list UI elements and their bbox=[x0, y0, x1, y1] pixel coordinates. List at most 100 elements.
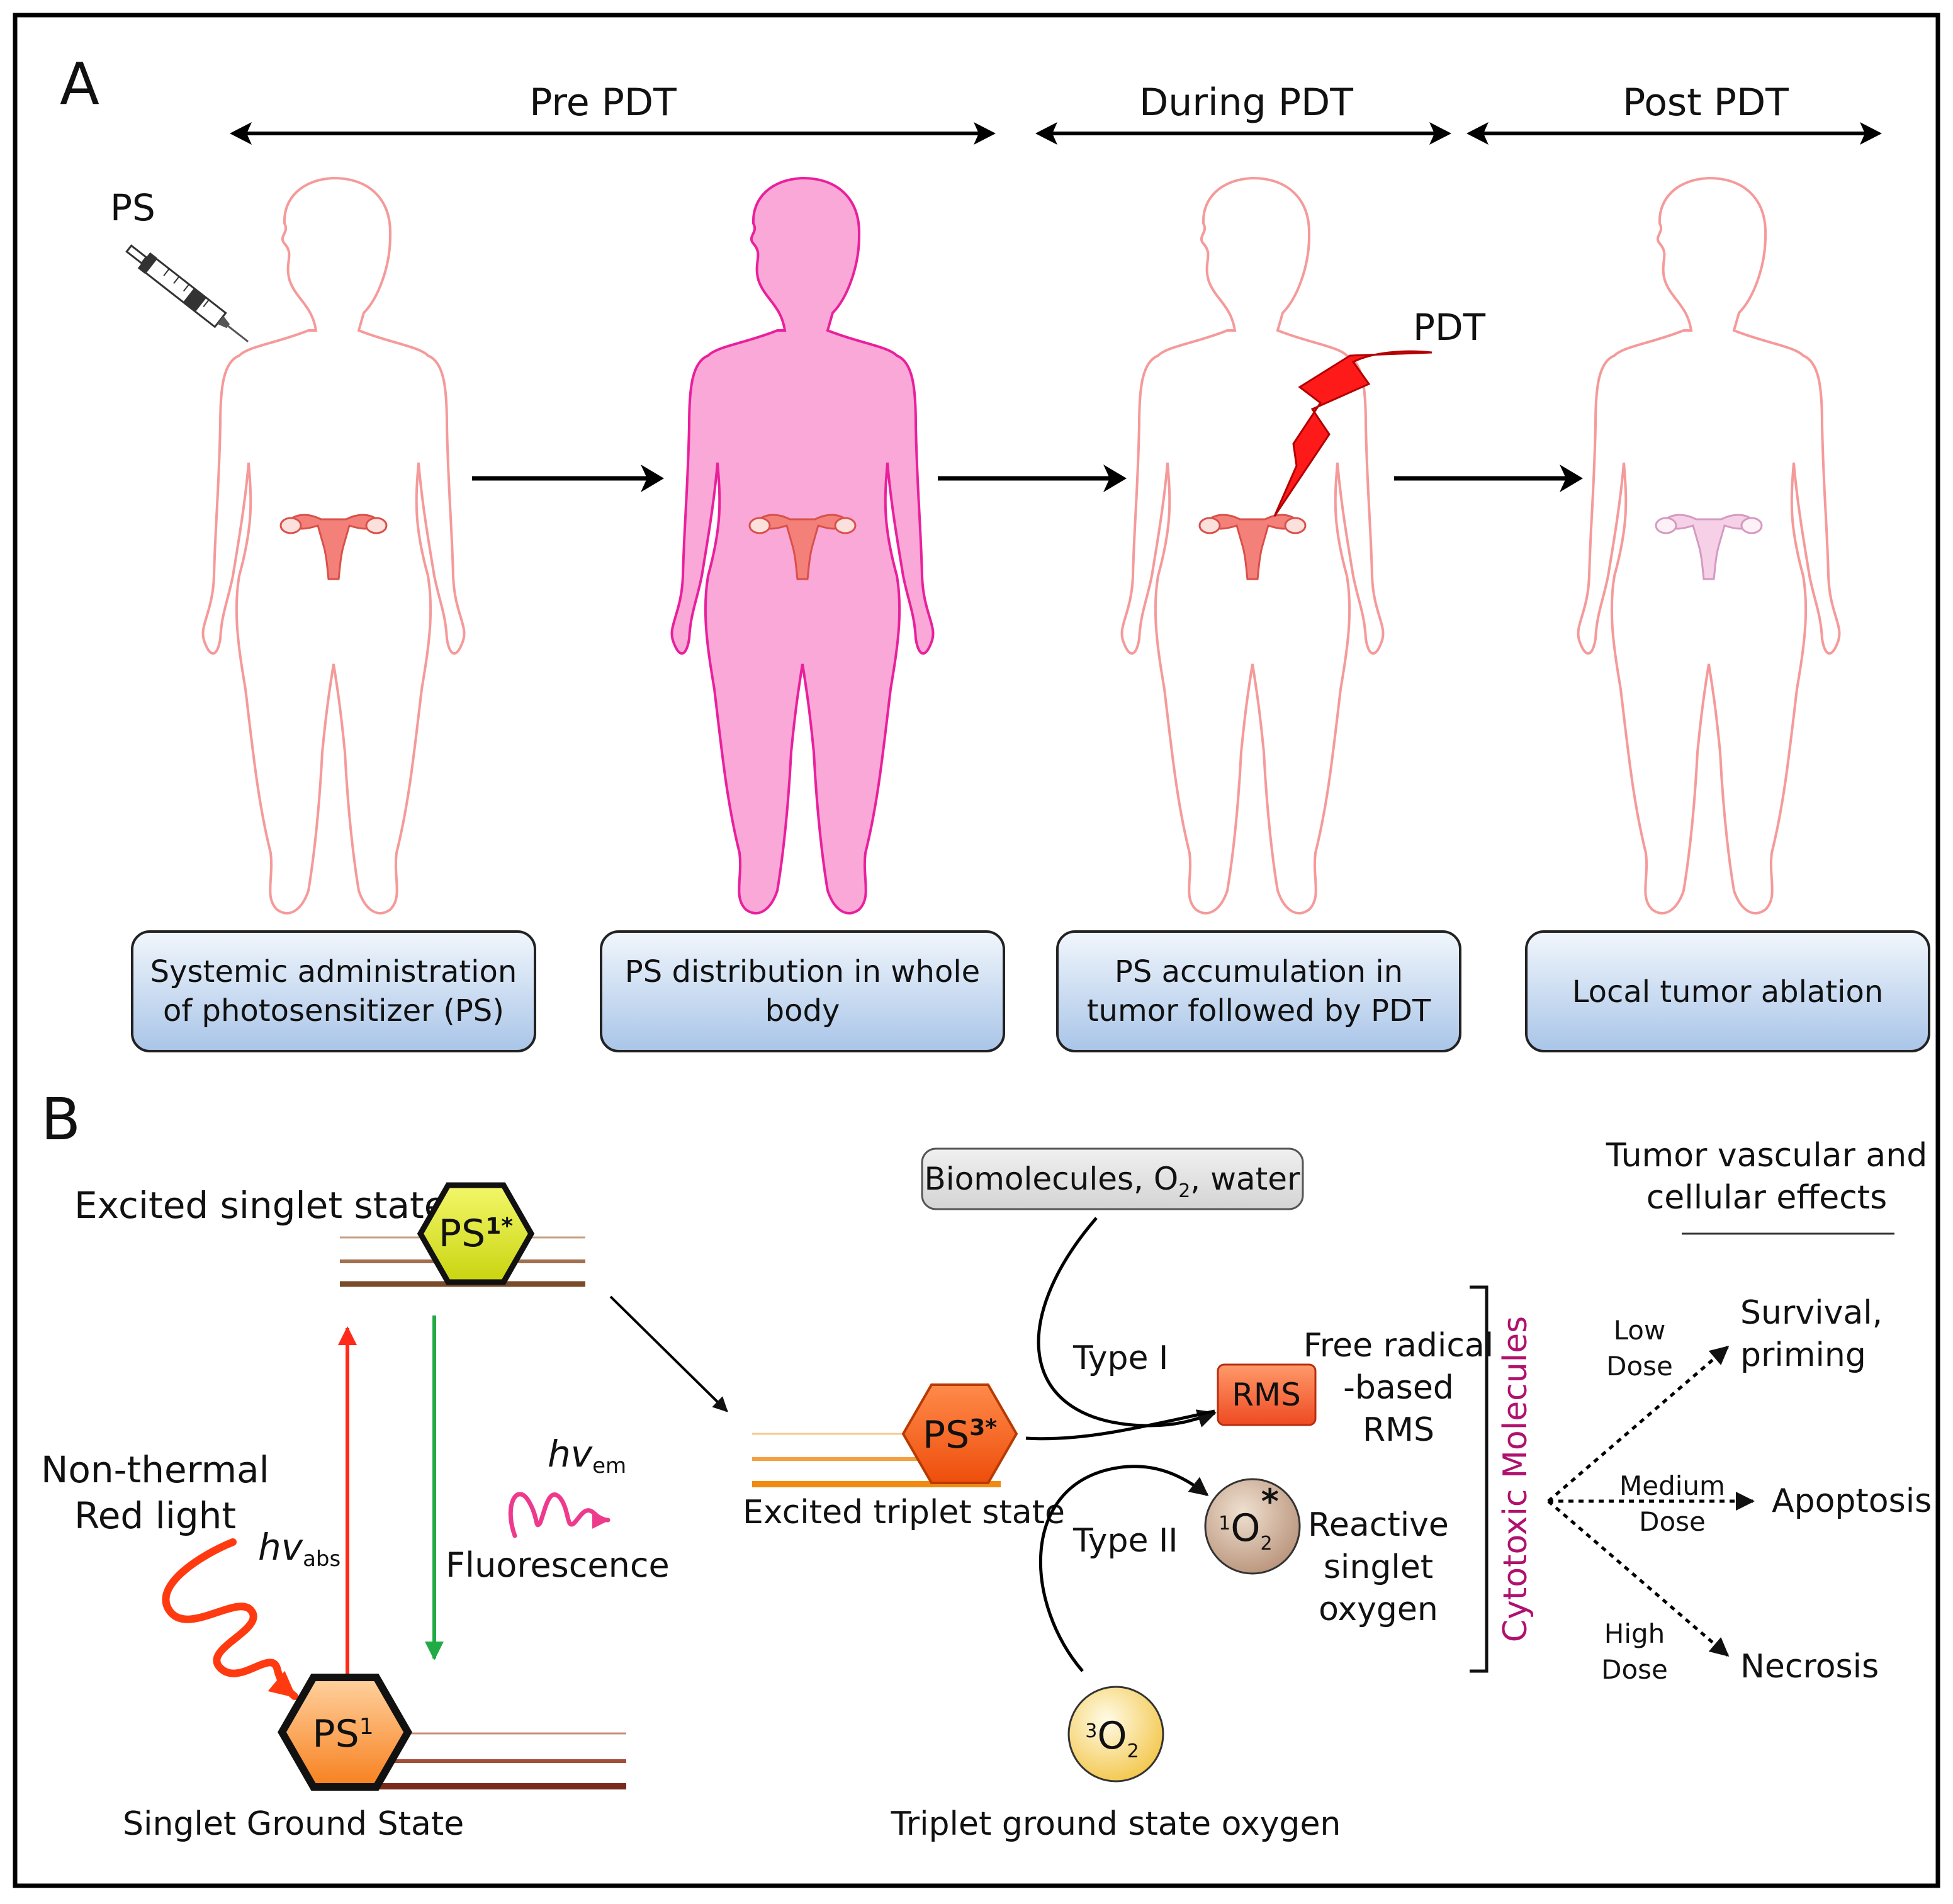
svg-text:PS3*: PS3* bbox=[923, 1413, 997, 1457]
caption-2-line2: body bbox=[765, 993, 840, 1028]
panel-b-label: B bbox=[41, 1086, 81, 1153]
flow-arrowheads bbox=[641, 465, 1583, 492]
necrosis-label: Necrosis bbox=[1740, 1648, 1879, 1686]
cytotoxic-bracket bbox=[1470, 1285, 1489, 1673]
ps1-star-superscript: 1* bbox=[485, 1214, 513, 1239]
caption-3-line2: tumor followed by PDT bbox=[1087, 993, 1431, 1028]
red-light-line1: Non-thermal bbox=[41, 1448, 269, 1491]
ps3-star-hexagon: PS3* bbox=[901, 1383, 1018, 1484]
phase-post-label: Post PDT bbox=[1623, 81, 1789, 125]
free-radical-line2: -based bbox=[1343, 1369, 1454, 1407]
survival-line1: Survival, bbox=[1740, 1294, 1883, 1332]
caption-1-line2: of photosensitizer (PS) bbox=[163, 993, 504, 1028]
hv-abs-text: hv bbox=[258, 1526, 304, 1569]
phase-during-label: During PDT bbox=[1139, 81, 1353, 125]
fluorescence-label: Fluorescence bbox=[446, 1545, 670, 1585]
caption-3-line1: PS accumulation in bbox=[1115, 954, 1403, 989]
phase-arrowheads bbox=[230, 122, 1882, 145]
syringe-icon bbox=[125, 244, 249, 342]
singlet-o2-main: O bbox=[1230, 1506, 1260, 1550]
caption-2-line1: PS distribution in whole bbox=[625, 954, 980, 989]
ps1-text: PS bbox=[312, 1712, 359, 1756]
singlet-o2-prefix: 1 bbox=[1219, 1512, 1230, 1535]
svg-text:hvem: hvem bbox=[548, 1433, 626, 1479]
type2-curve bbox=[1038, 1465, 1209, 1672]
caption-4-line1: Local tumor ablation bbox=[1572, 974, 1884, 1010]
ps1-superscript: 1 bbox=[359, 1714, 374, 1740]
biomolecules-text: Biomolecules, O bbox=[924, 1161, 1178, 1197]
triplet-o2-main: O bbox=[1097, 1714, 1127, 1758]
svg-text:PS1: PS1 bbox=[312, 1712, 373, 1756]
free-radical-line3: RMS bbox=[1363, 1411, 1434, 1449]
apoptosis-label: Apoptosis bbox=[1772, 1482, 1932, 1520]
uterus-icon-1 bbox=[279, 514, 388, 580]
red-light-wave-icon bbox=[162, 1538, 298, 1700]
type1-curve-biomolecules bbox=[1037, 1217, 1217, 1428]
biomolecules-box: Biomolecules, O2, water bbox=[921, 1147, 1304, 1210]
uterus-icon-3 bbox=[1198, 514, 1307, 580]
low-dose-line2: Dose bbox=[1606, 1351, 1673, 1382]
medium-dose-line2: Dose bbox=[1639, 1506, 1706, 1537]
type2-label: Type II bbox=[1072, 1522, 1178, 1560]
excited-singlet-label: Excited singlet state bbox=[74, 1184, 446, 1227]
svg-text:PS1*: PS1* bbox=[439, 1212, 513, 1256]
effects-title-line1: Tumor vascular and bbox=[1606, 1137, 1928, 1175]
fluorescence-wave-icon bbox=[508, 1492, 611, 1538]
survival-line2: priming bbox=[1740, 1336, 1866, 1374]
svg-text:3O2: 3O2 bbox=[1085, 1714, 1139, 1762]
effects-title-line2: cellular effects bbox=[1646, 1179, 1888, 1217]
red-light-line2: Red light bbox=[74, 1494, 236, 1537]
reactive-line1: Reactive bbox=[1308, 1506, 1449, 1544]
lightning-bolt-icon bbox=[1273, 350, 1432, 517]
singlet-o2-star: * bbox=[1261, 1482, 1279, 1521]
hv-abs-subscript: abs bbox=[303, 1546, 341, 1572]
uterus-icon-4-healed bbox=[1655, 514, 1763, 580]
hv-em-text: hv bbox=[548, 1433, 594, 1475]
singlet-o2-subscript: 2 bbox=[1260, 1533, 1272, 1555]
ps3-star-superscript: 3* bbox=[969, 1415, 997, 1441]
free-radical-line1: Free radical bbox=[1303, 1327, 1494, 1365]
medium-dose-line1: Medium bbox=[1619, 1470, 1725, 1501]
uterus-icon-2 bbox=[748, 514, 857, 580]
svg-text:hvabs: hvabs bbox=[258, 1526, 341, 1572]
singlet-ground-label: Singlet Ground State bbox=[123, 1805, 464, 1843]
ps1-star-text: PS bbox=[439, 1212, 485, 1256]
intersystem-crossing-arrow bbox=[609, 1295, 728, 1412]
biomolecules-o2-subscript: 2 bbox=[1178, 1180, 1190, 1202]
panel-a-label: A bbox=[60, 50, 99, 118]
high-dose-line1: High bbox=[1604, 1618, 1665, 1649]
caption-box-4: Local tumor ablation bbox=[1525, 930, 1930, 1052]
ps-label: PS bbox=[110, 186, 155, 229]
excited-triplet-label: Excited triplet state bbox=[743, 1494, 1065, 1531]
triplet-ground-label: Triplet ground state oxygen bbox=[891, 1805, 1341, 1843]
reactive-line3: oxygen bbox=[1319, 1591, 1438, 1628]
caption-box-1: Systemic administration of photosensitiz… bbox=[131, 930, 536, 1052]
rms-text: RMS bbox=[1232, 1377, 1301, 1413]
triplet-oxygen-circle: 3O2 bbox=[1067, 1686, 1164, 1783]
biomolecules-water-text: , water bbox=[1190, 1161, 1300, 1197]
caption-box-3: PS accumulation in tumor followed by PDT bbox=[1056, 930, 1461, 1052]
svg-text:Biomolecules, O2, water: Biomolecules, O2, water bbox=[924, 1161, 1300, 1202]
ps1-star-hexagon: PS1* bbox=[417, 1182, 535, 1285]
caption-box-2: PS distribution in whole body bbox=[600, 930, 1005, 1052]
dose-arrows bbox=[1547, 1346, 1755, 1657]
phase-pre-label: Pre PDT bbox=[529, 81, 677, 125]
triplet-o2-subscript: 2 bbox=[1127, 1740, 1139, 1762]
triplet-o2-prefix: 3 bbox=[1085, 1720, 1097, 1742]
type1-curve-ps3 bbox=[1025, 1409, 1215, 1441]
type1-label: Type I bbox=[1072, 1339, 1168, 1377]
low-dose-line1: Low bbox=[1614, 1315, 1666, 1346]
ground-state-levels bbox=[378, 1732, 626, 1789]
ps3-star-text: PS bbox=[923, 1413, 969, 1457]
singlet-oxygen-circle: 1O2 * bbox=[1204, 1478, 1301, 1575]
ps1-hexagon: PS1 bbox=[278, 1674, 412, 1791]
rms-box: RMS bbox=[1217, 1363, 1317, 1426]
svg-text:1O2*: 1O2 * bbox=[1219, 1482, 1279, 1555]
high-dose-line2: Dose bbox=[1601, 1654, 1668, 1685]
cytotoxic-label: Cytotoxic Molecules bbox=[1497, 1316, 1534, 1642]
figure-frame bbox=[13, 13, 1940, 1888]
pdt-label: PDT bbox=[1413, 306, 1486, 349]
caption-1-line1: Systemic administration bbox=[150, 954, 517, 989]
hv-em-subscript: em bbox=[592, 1453, 626, 1479]
reactive-line2: singlet bbox=[1324, 1548, 1433, 1586]
